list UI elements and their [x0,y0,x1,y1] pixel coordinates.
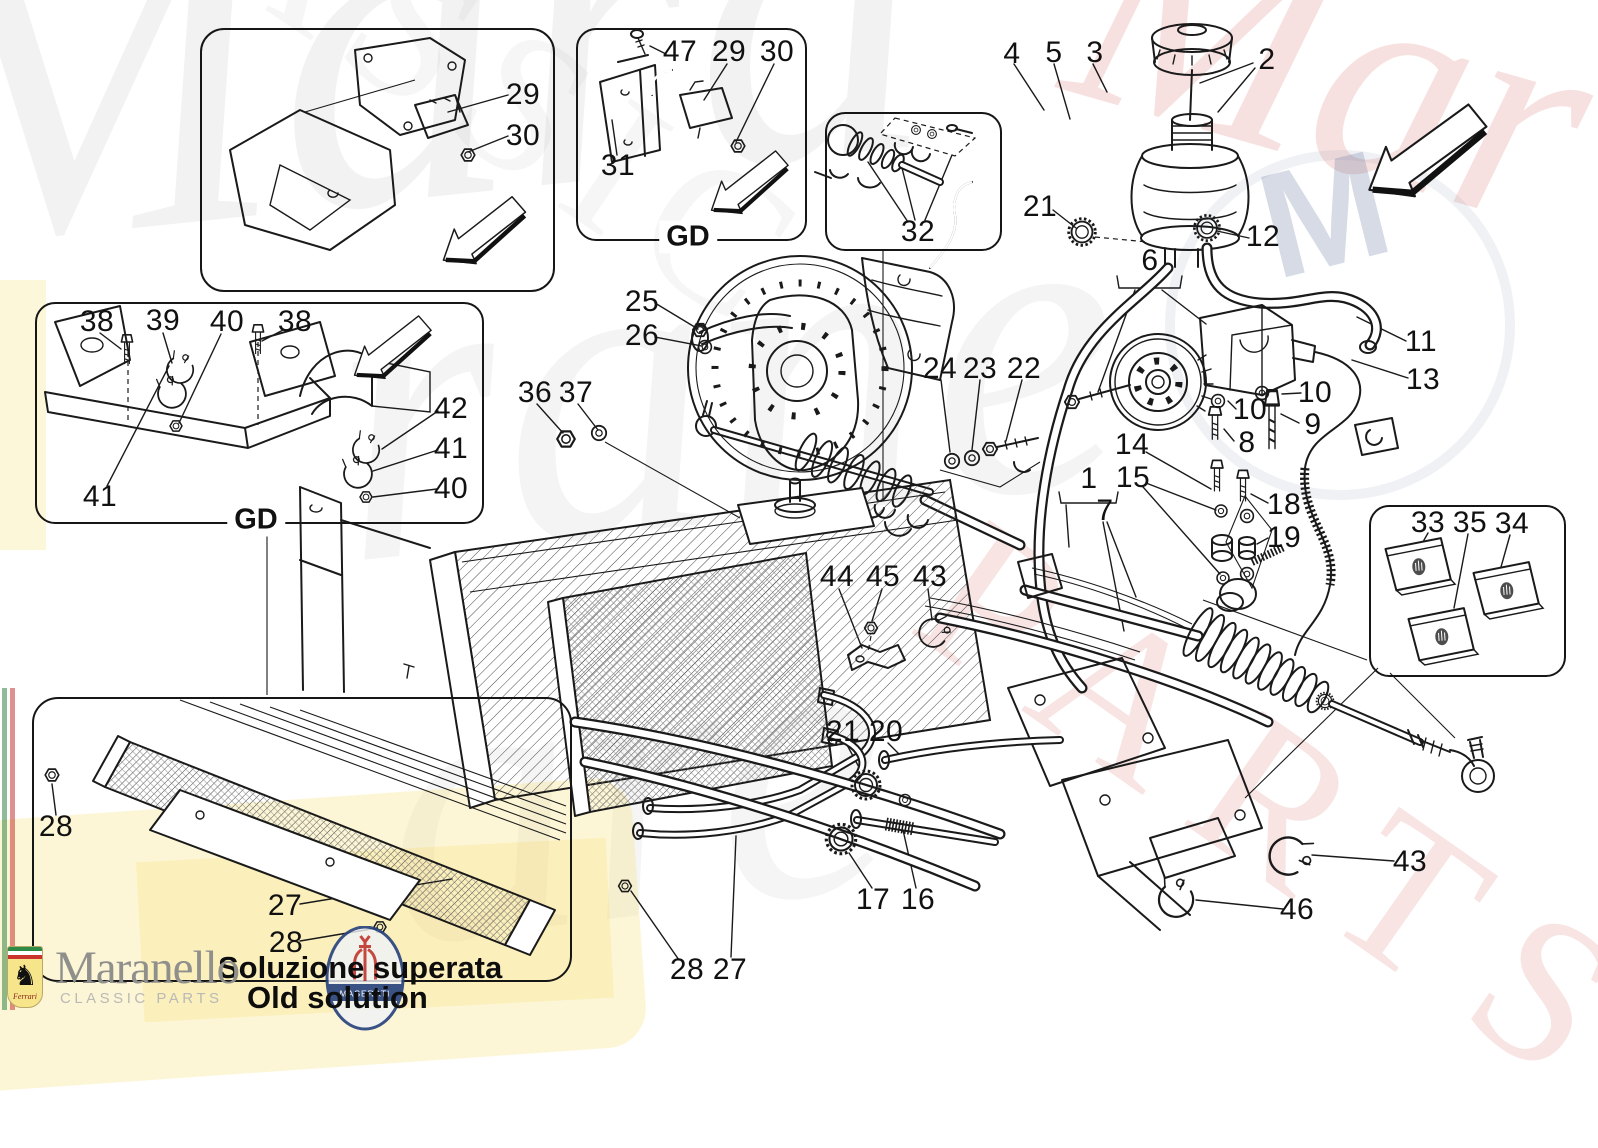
callout-27: 27 [712,953,748,986]
callout-3: 3 [1086,36,1104,69]
callout-25: 25 [624,285,660,318]
callout-10: 10 [1232,393,1268,426]
callout-13: 13 [1405,363,1441,396]
callout-45: 45 [865,560,901,593]
callout-19: 19 [1266,521,1302,554]
rack-mount-hardware [1210,459,1273,590]
clamp-bolt-washers [943,436,1039,473]
callout-21: 21 [825,715,861,748]
callout-42: 42 [433,392,469,425]
callout-44: 44 [819,560,855,593]
main-illustration [44,23,1545,961]
callout-29: 29 [505,78,541,111]
callout-14: 14 [1114,428,1150,461]
callout-12: 12 [1245,220,1281,253]
callout-40: 40 [433,472,469,505]
brake-disc-upright [687,181,973,481]
pipe-bracket-parts [847,614,955,671]
callout-22: 22 [1006,352,1042,385]
maranello-subtitle: CLASSIC PARTS [60,990,223,1007]
callout-43: 43 [912,560,948,593]
callout-18: 18 [1266,488,1302,521]
leader-lines [51,45,1511,961]
inset-box-brackets [200,28,555,292]
inset3-mounts-drawing [814,117,977,189]
callout-16: 16 [900,883,936,916]
callout-47: 47 [662,35,698,68]
callout-24: 24 [922,352,958,385]
maranello-wordmark: Maranello [55,942,240,994]
callout-20: 20 [868,715,904,748]
callout-46: 46 [1279,893,1315,926]
callout-17: 17 [855,883,891,916]
callout-37: 37 [558,376,594,409]
shield-stripe-green [8,947,42,951]
callout-9: 9 [1304,408,1322,441]
callout-23: 23 [962,352,998,385]
callout-40: 40 [209,305,245,338]
callout-15: 15 [1115,461,1151,494]
direction-arrow [1354,101,1501,211]
callout-31: 31 [600,149,636,182]
shield-stripe-red [8,955,42,959]
callout-10: 10 [1297,376,1333,409]
callout-27: 27 [267,889,303,922]
callout-36: 36 [517,376,553,409]
callout-28: 28 [38,810,74,843]
callout-26: 26 [624,319,660,352]
callout-5: 5 [1045,36,1063,69]
callout-2: 2 [1258,43,1276,76]
callout-21: 21 [1022,190,1058,223]
trident-icon [353,935,377,981]
callout-1: 1 [1080,462,1098,495]
old-solution-note-it: Soluzione superata [218,950,503,985]
callout-8: 8 [1238,426,1256,459]
callout-35: 35 [1452,506,1488,539]
inset-box-old-solution [32,697,572,982]
callout-11: 11 [1404,325,1438,358]
callout-38: 38 [79,305,115,338]
callout-32: 32 [900,215,936,248]
callout-30: 30 [759,35,795,68]
pump-drawing [1063,304,1399,656]
callout-39: 39 [145,304,181,337]
callout-6: 6 [1141,244,1159,277]
callout-30: 30 [505,119,541,152]
callout-29: 29 [711,35,747,68]
callout-41: 41 [433,432,469,465]
ferrari-shield-logo: ♞ Ferrari [7,946,43,1008]
maserati-badge-text: MASERATI [340,989,391,999]
callout-7: 7 [1096,494,1114,527]
inset2-bracket-drawing [599,29,798,224]
chassis-frame [299,424,1274,931]
maserati-trident-badge: MASERATI [323,925,407,1041]
gd-label-2: GD [227,503,285,537]
inset4-chassis-drawing [44,305,441,503]
callout-34: 34 [1494,507,1530,540]
inset1-bracket-drawing [229,37,536,275]
old-solution-note-en: Old solution [247,980,428,1015]
pressure-return-pipes [824,736,1064,856]
callout-33: 33 [1410,506,1446,539]
reservoir-drawing [1033,23,1382,694]
ferrari-shield-text: Ferrari [13,992,37,1001]
shield-stripe-white [8,951,42,955]
prancing-horse-icon: ♞ [12,960,38,991]
gd-label-1: GD [659,220,717,254]
inset-box-rack-mounts [825,112,1002,251]
callout-41: 41 [82,480,118,513]
callout-38: 38 [277,305,313,338]
inset-box-booklets [1369,505,1566,677]
callout-43: 43 [1392,845,1428,878]
inset5-old-radiator-drawing [44,699,567,956]
callout-28: 28 [268,926,304,959]
callout-28: 28 [669,953,705,986]
callout-4: 4 [1003,37,1021,70]
